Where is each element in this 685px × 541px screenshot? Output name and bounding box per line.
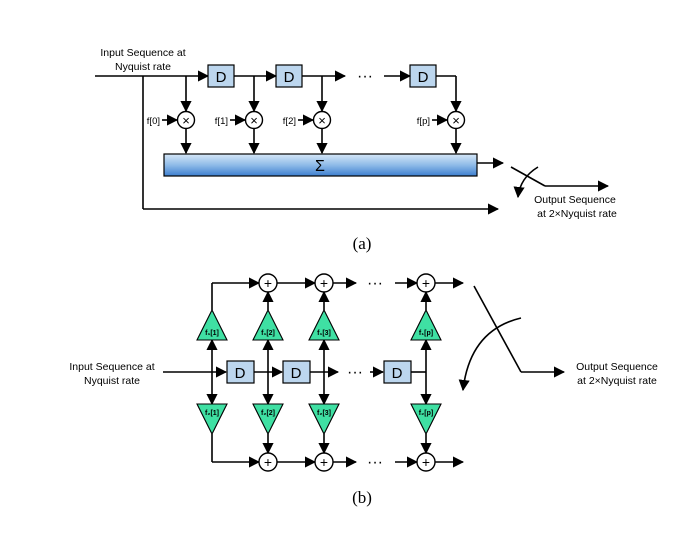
panel-b-delay-1-label: D xyxy=(235,365,246,382)
panel-a-coef-1: f[1] xyxy=(215,116,228,127)
panel-a-input-label-line2: Nyquist rate xyxy=(115,61,171,73)
panel-a-summation-bar: Σ xyxy=(163,153,478,177)
panel-b-lower-gain-3-label: f₂[3] xyxy=(317,410,331,417)
panel-b: Input Sequence at Nyquist rate D D D ··· xyxy=(69,273,658,507)
panel-b-ellipsis-upper: ··· xyxy=(367,275,383,292)
panel-a-coef-2: f[2] xyxy=(283,116,296,127)
panel-b-upper-gain-2: f₁[2] xyxy=(252,308,284,341)
panel-b-switch-blade xyxy=(473,285,522,373)
panel-a: Input Sequence at Nyquist rate D D D ··· xyxy=(95,47,617,253)
panel-b-ellipsis-middle: ··· xyxy=(347,364,363,381)
panel-a-delay-3: D xyxy=(409,64,437,88)
panel-b-upper-adder-2-symbol: + xyxy=(320,275,328,291)
panel-a-caption: (a) xyxy=(353,234,372,253)
panel-b-upper-gain-3: f₁[3] xyxy=(308,308,340,341)
panel-b-upper-gain-1-label: f₁[1] xyxy=(205,330,219,337)
panel-b-lower-adder-1-symbol: + xyxy=(264,454,272,470)
panel-a-switch-arc xyxy=(513,166,539,199)
panel-b-switch-arc xyxy=(458,317,522,392)
panel-a-delay-3-label: D xyxy=(418,69,429,86)
panel-a-output-label-line2: at 2×Nyquist rate xyxy=(537,208,617,220)
panel-b-upper-adder-1: + xyxy=(258,273,278,293)
panel-b-delay-2-label: D xyxy=(291,365,302,382)
panel-a-ellipsis: ··· xyxy=(357,68,373,85)
panel-b-delay-1: D xyxy=(226,360,255,384)
panel-b-lower-gain-1: f₂[1] xyxy=(196,403,228,436)
panel-b-lower-adder-2: + xyxy=(314,452,334,472)
panel-b-caption: (b) xyxy=(352,488,372,507)
panel-a-multiplier-2-symbol: × xyxy=(318,113,326,128)
panel-b-upper-adder-p: + xyxy=(416,273,436,293)
panel-a-multiplier-0-symbol: × xyxy=(182,113,190,128)
panel-a-multiplier-2: × xyxy=(312,110,332,130)
panel-b-lower-gain-3: f₂[3] xyxy=(308,403,340,436)
panel-b-upper-gain-1: f₁[1] xyxy=(196,308,228,341)
panel-a-coef-p: f[p] xyxy=(417,116,430,127)
panel-a-delay-1: D xyxy=(207,64,235,88)
panel-a-multiplier-1: × xyxy=(244,110,264,130)
panel-a-multiplier-0: × xyxy=(176,110,196,130)
panel-b-upper-gain-p-label: f₁[p] xyxy=(419,330,433,337)
panel-b-ellipsis-lower: ··· xyxy=(367,454,383,471)
panel-b-output-label-line2: at 2×Nyquist rate xyxy=(577,375,657,387)
panel-b-delay-3: D xyxy=(383,360,412,384)
panel-b-upper-adder-2: + xyxy=(314,273,334,293)
panel-a-multiplier-p-symbol: × xyxy=(452,113,460,128)
panel-b-input-label-line2: Nyquist rate xyxy=(84,375,140,387)
panel-a-switch-blade xyxy=(510,166,546,187)
panel-b-lower-adder-1: + xyxy=(258,452,278,472)
panel-b-upper-adder-1-symbol: + xyxy=(264,275,272,291)
panel-a-output-label-line1: Output Sequence xyxy=(534,194,616,206)
panel-a-sum-symbol: Σ xyxy=(315,158,325,175)
panel-b-lower-gain-1-label: f₂[1] xyxy=(205,410,219,417)
panel-b-lower-gain-p-label: f₂[p] xyxy=(419,410,433,417)
panel-b-lower-adder-p-symbol: + xyxy=(422,454,430,470)
panel-b-lower-adder-2-symbol: + xyxy=(320,454,328,470)
panel-a-multiplier-1-symbol: × xyxy=(250,113,258,128)
panel-a-delay-1-label: D xyxy=(216,69,227,86)
panel-a-delay-2-label: D xyxy=(284,69,295,86)
panel-b-output-label-line1: Output Sequence xyxy=(576,361,658,373)
panel-b-lower-adder-p: + xyxy=(416,452,436,472)
panel-a-delay-2: D xyxy=(275,64,303,88)
panel-a-multiplier-p: × xyxy=(446,110,466,130)
panel-b-upper-adder-p-symbol: + xyxy=(422,275,430,291)
panel-b-delay-3-label: D xyxy=(392,365,403,382)
panel-a-coef-0: f[0] xyxy=(147,116,160,127)
panel-b-lower-gain-p: f₂[p] xyxy=(410,403,442,436)
panel-a-input-label-line1: Input Sequence at xyxy=(100,47,185,59)
panel-b-lower-gain-2: f₂[2] xyxy=(252,403,284,436)
panel-b-upper-gain-2-label: f₁[2] xyxy=(261,330,275,337)
panel-b-delay-2: D xyxy=(282,360,311,384)
panel-b-upper-gain-3-label: f₁[3] xyxy=(317,330,331,337)
panel-b-upper-gain-p: f₁[p] xyxy=(410,308,442,341)
panel-b-lower-gain-2-label: f₂[2] xyxy=(261,410,275,417)
panel-b-input-label-line1: Input Sequence at xyxy=(69,361,154,373)
